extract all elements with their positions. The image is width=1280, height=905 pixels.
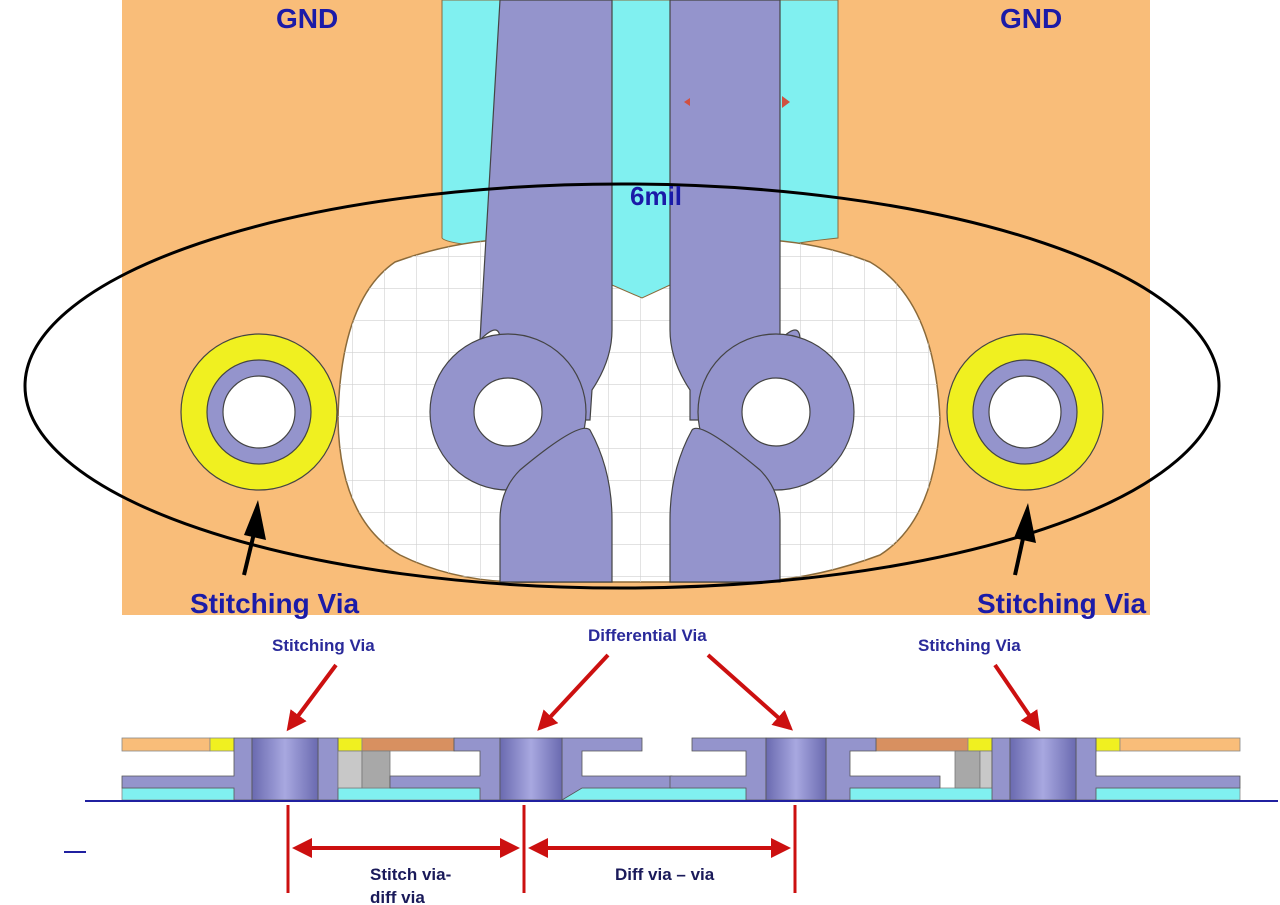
dim-label-stitch-line2: diff via [370, 888, 425, 905]
xs-differential-via: Differential Via [588, 626, 707, 645]
dim-label-diff: Diff via – via [615, 865, 715, 884]
top-view: GND GND 6mil Stitching Via Stitching Via [23, 0, 1221, 619]
top-copper-right [1119, 737, 1241, 752]
cross-section: Stitching Via Differential Via Stitching… [64, 626, 1278, 905]
via-barrel-diff-right [765, 737, 827, 801]
pair-gap [611, 0, 671, 299]
xs-stitching-via-right: Stitching Via [918, 636, 1021, 655]
trace-left [429, 0, 613, 583]
spacing-label: 6mil [630, 181, 682, 211]
xs-stitching-via-left: Stitching Via [272, 636, 375, 655]
stitching-via-label-left: Stitching Via [190, 588, 359, 619]
red-arrow-stitch-right [993, 663, 1041, 732]
highlight-ellipse [23, 182, 1221, 590]
red-arrow-stitch-left [286, 663, 338, 732]
stitching-via-left [180, 333, 338, 491]
dim-marker-left [684, 98, 690, 106]
via-barrel-stitch-left [251, 737, 319, 801]
dim-marker-right [782, 96, 790, 108]
black-arrow-left [242, 500, 266, 576]
via-barrel-stitch-right [1009, 737, 1077, 801]
top-copper-left [121, 737, 211, 752]
stitching-via-label-right: Stitching Via [977, 588, 1146, 619]
via-barrel-diff-left [499, 737, 563, 801]
trace-right [669, 0, 855, 583]
black-arrow-right [1013, 503, 1036, 576]
red-arrow-diff-left [537, 653, 610, 731]
gnd-label-right: GND [1000, 3, 1062, 34]
red-arrow-diff-right [706, 653, 793, 731]
gnd-label-left: GND [276, 3, 338, 34]
dim-label-stitch-line1: Stitch via- [370, 865, 451, 884]
stitching-via-right [946, 333, 1104, 491]
